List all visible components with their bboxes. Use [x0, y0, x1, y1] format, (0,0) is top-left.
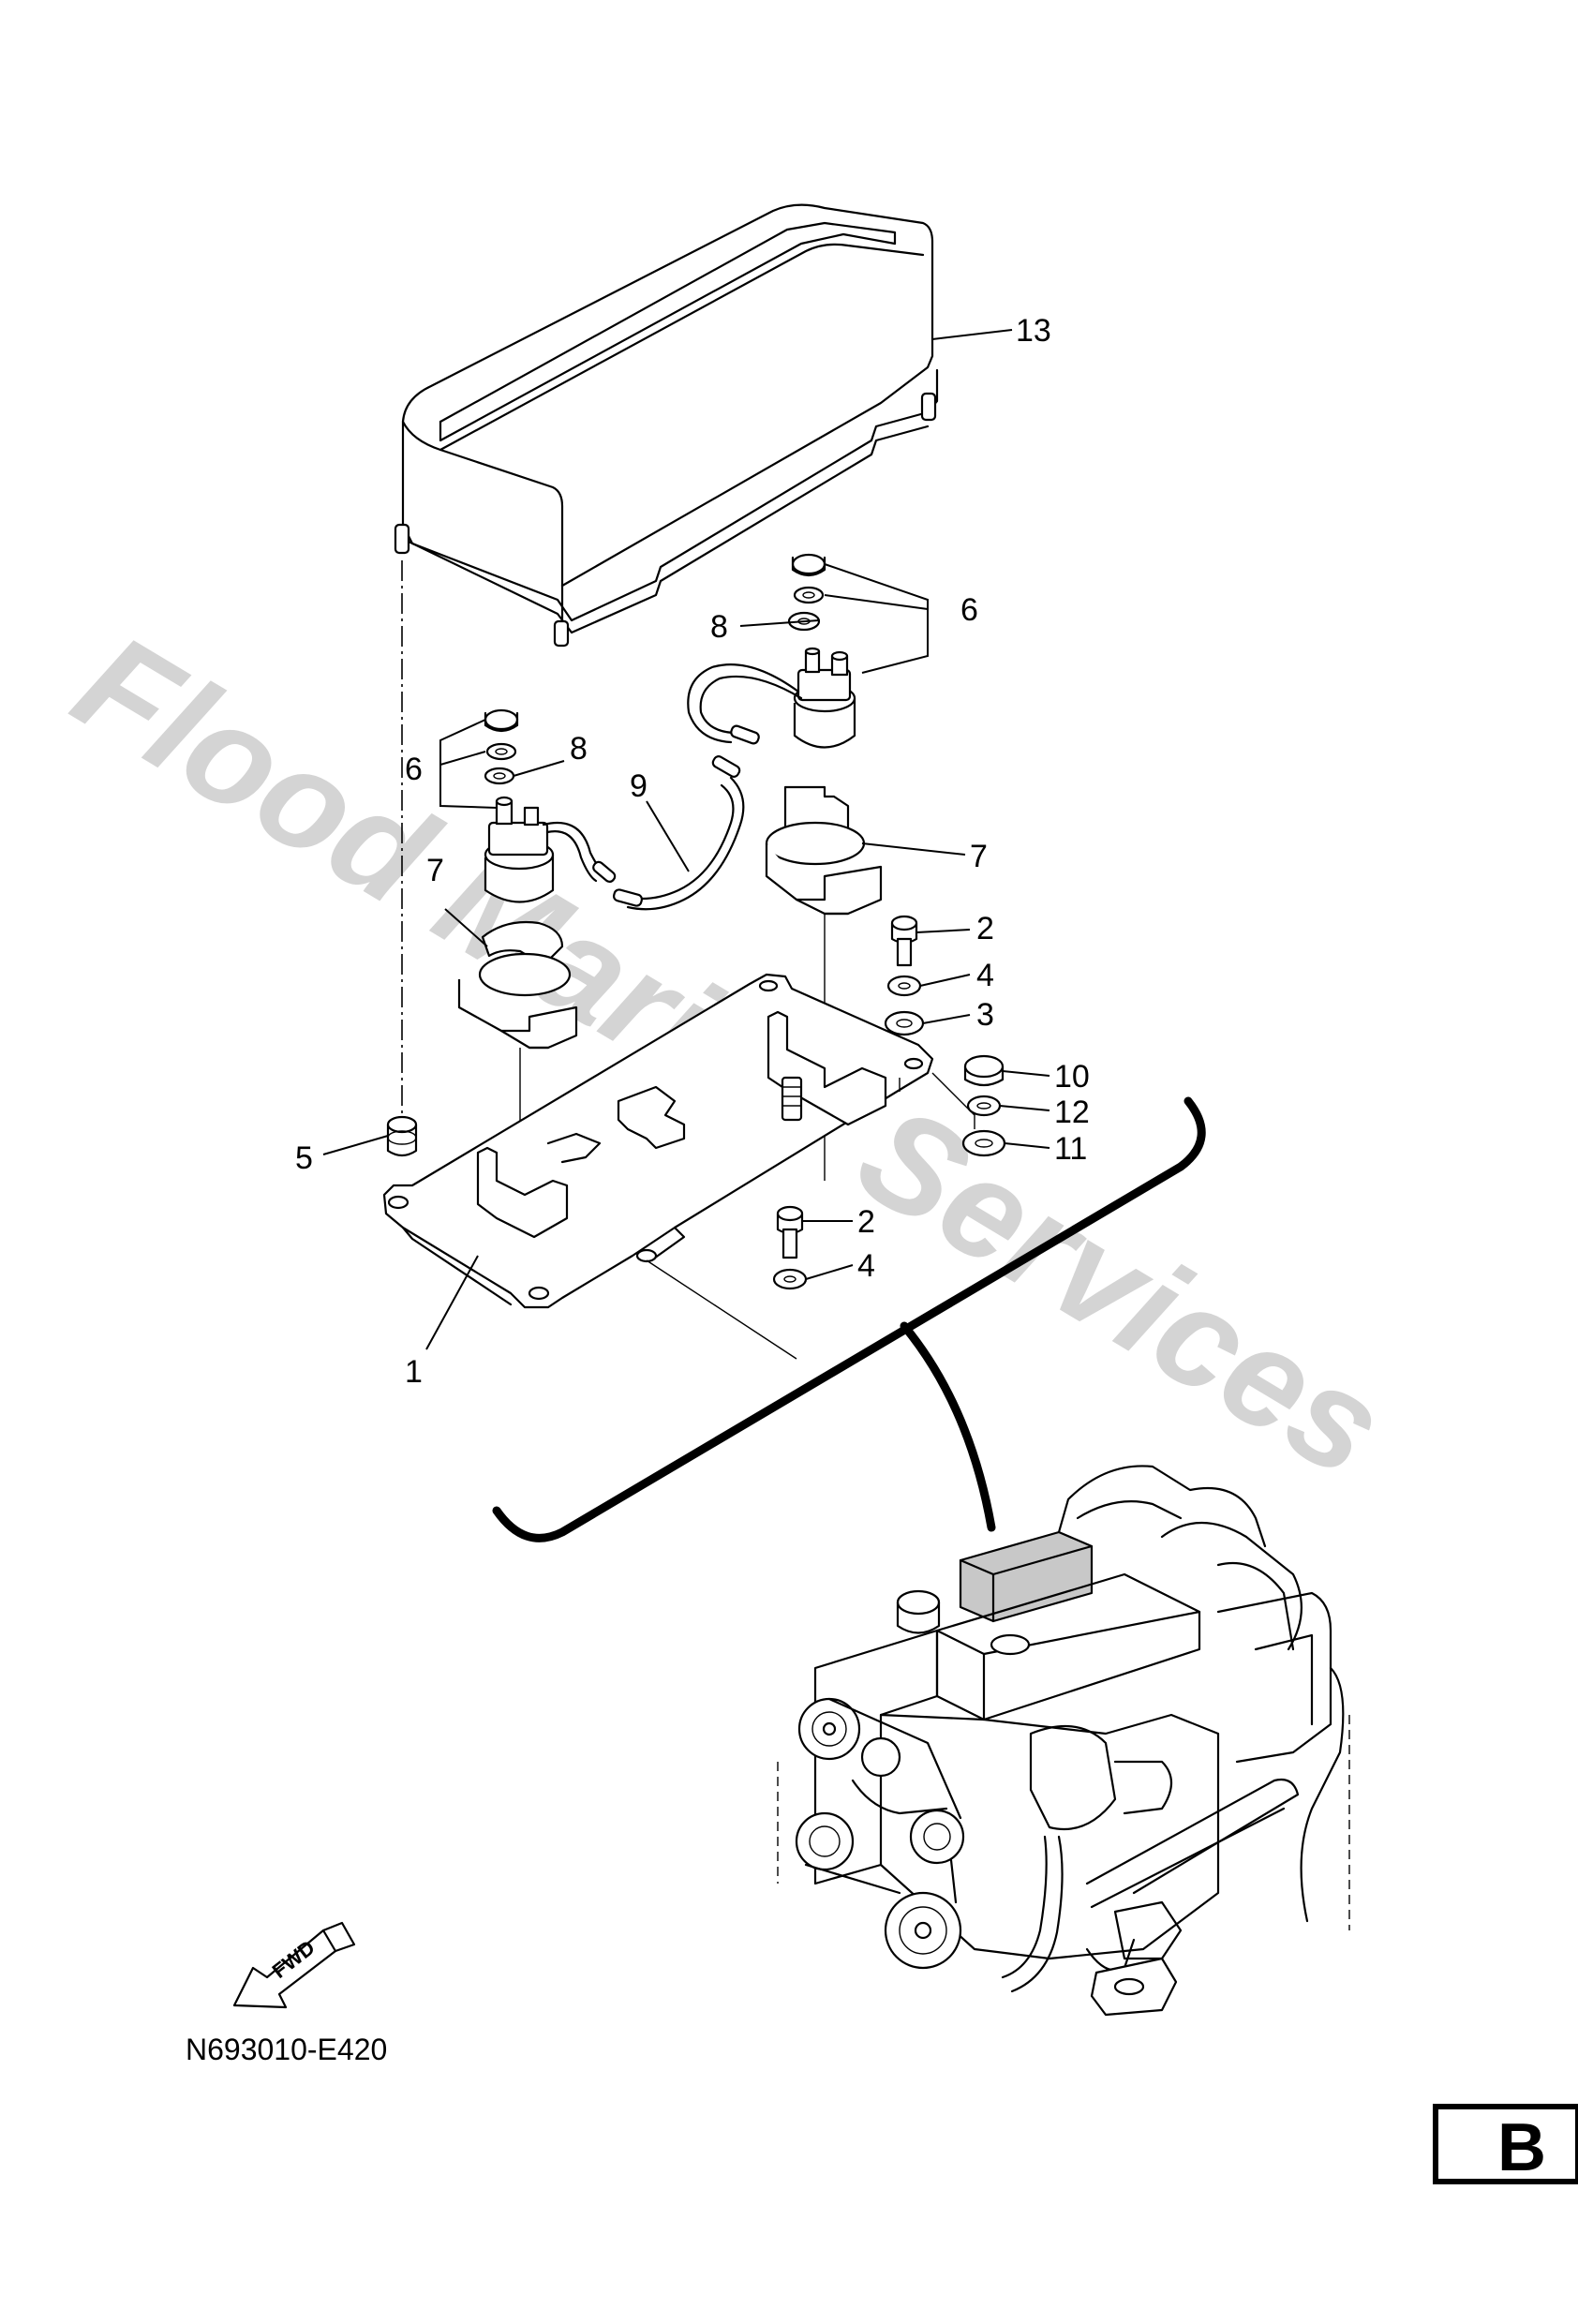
section-badge-letter: B	[1497, 2110, 1546, 2185]
part-7-holder-right[interactable]	[765, 785, 883, 1181]
callout-2-upper[interactable]: 2	[976, 911, 994, 946]
part-4-washer-lower[interactable]	[772, 1268, 808, 1290]
callout-8-left[interactable]: 8	[570, 731, 588, 767]
callout-labels: 13 6 8 6 8 9 7 7 2 4 3 10 12 11 5 2 4 1	[295, 313, 1090, 1390]
callout-6-right[interactable]: 6	[960, 592, 978, 628]
callout-6-left[interactable]: 6	[405, 752, 423, 787]
relay-left-assembly[interactable]	[484, 708, 617, 903]
part-4-washer-upper[interactable]	[886, 975, 922, 997]
part-1-plate[interactable]	[382, 973, 975, 1360]
section-badge: B	[1433, 2104, 1578, 2185]
callout-9[interactable]: 9	[630, 768, 648, 804]
leader-lines	[322, 329, 1050, 1350]
callout-1[interactable]: 1	[405, 1354, 423, 1390]
part-12-washer[interactable]	[966, 1095, 1002, 1117]
callout-2-lower[interactable]: 2	[857, 1204, 875, 1240]
part-3-washer[interactable]	[884, 1010, 925, 1036]
callout-13[interactable]: 13	[1016, 313, 1051, 349]
part-2-bolt-lower[interactable]	[776, 1205, 804, 1259]
fwd-arrow-icon: FWD	[232, 1921, 356, 2009]
diagram-code: N693010-E420	[186, 2033, 387, 2066]
part-11-washer[interactable]	[961, 1129, 1006, 1157]
part-7-holder-left[interactable]	[457, 920, 578, 1218]
callout-7-left[interactable]: 7	[426, 853, 444, 888]
engine-overview	[777, 1465, 1350, 2017]
callout-12[interactable]: 12	[1054, 1095, 1090, 1130]
location-bracket	[492, 1096, 1206, 1542]
relay-right-assembly[interactable]	[687, 553, 856, 749]
part-2-bolt-upper[interactable]	[890, 915, 918, 967]
part-5-grommet[interactable]	[386, 1115, 418, 1157]
callout-8-right[interactable]: 8	[710, 609, 728, 645]
part-10-nut[interactable]	[963, 1054, 1005, 1087]
callout-5[interactable]: 5	[295, 1140, 313, 1176]
callout-3[interactable]: 3	[976, 997, 994, 1033]
callout-7-right[interactable]: 7	[970, 839, 988, 874]
part-13-cover[interactable]	[394, 203, 939, 1120]
callout-11[interactable]: 11	[1054, 1131, 1087, 1167]
part-9-cable[interactable]	[612, 754, 745, 911]
callout-4-lower[interactable]: 4	[857, 1248, 875, 1284]
callout-4-upper[interactable]: 4	[976, 958, 994, 993]
callout-10[interactable]: 10	[1054, 1059, 1090, 1095]
